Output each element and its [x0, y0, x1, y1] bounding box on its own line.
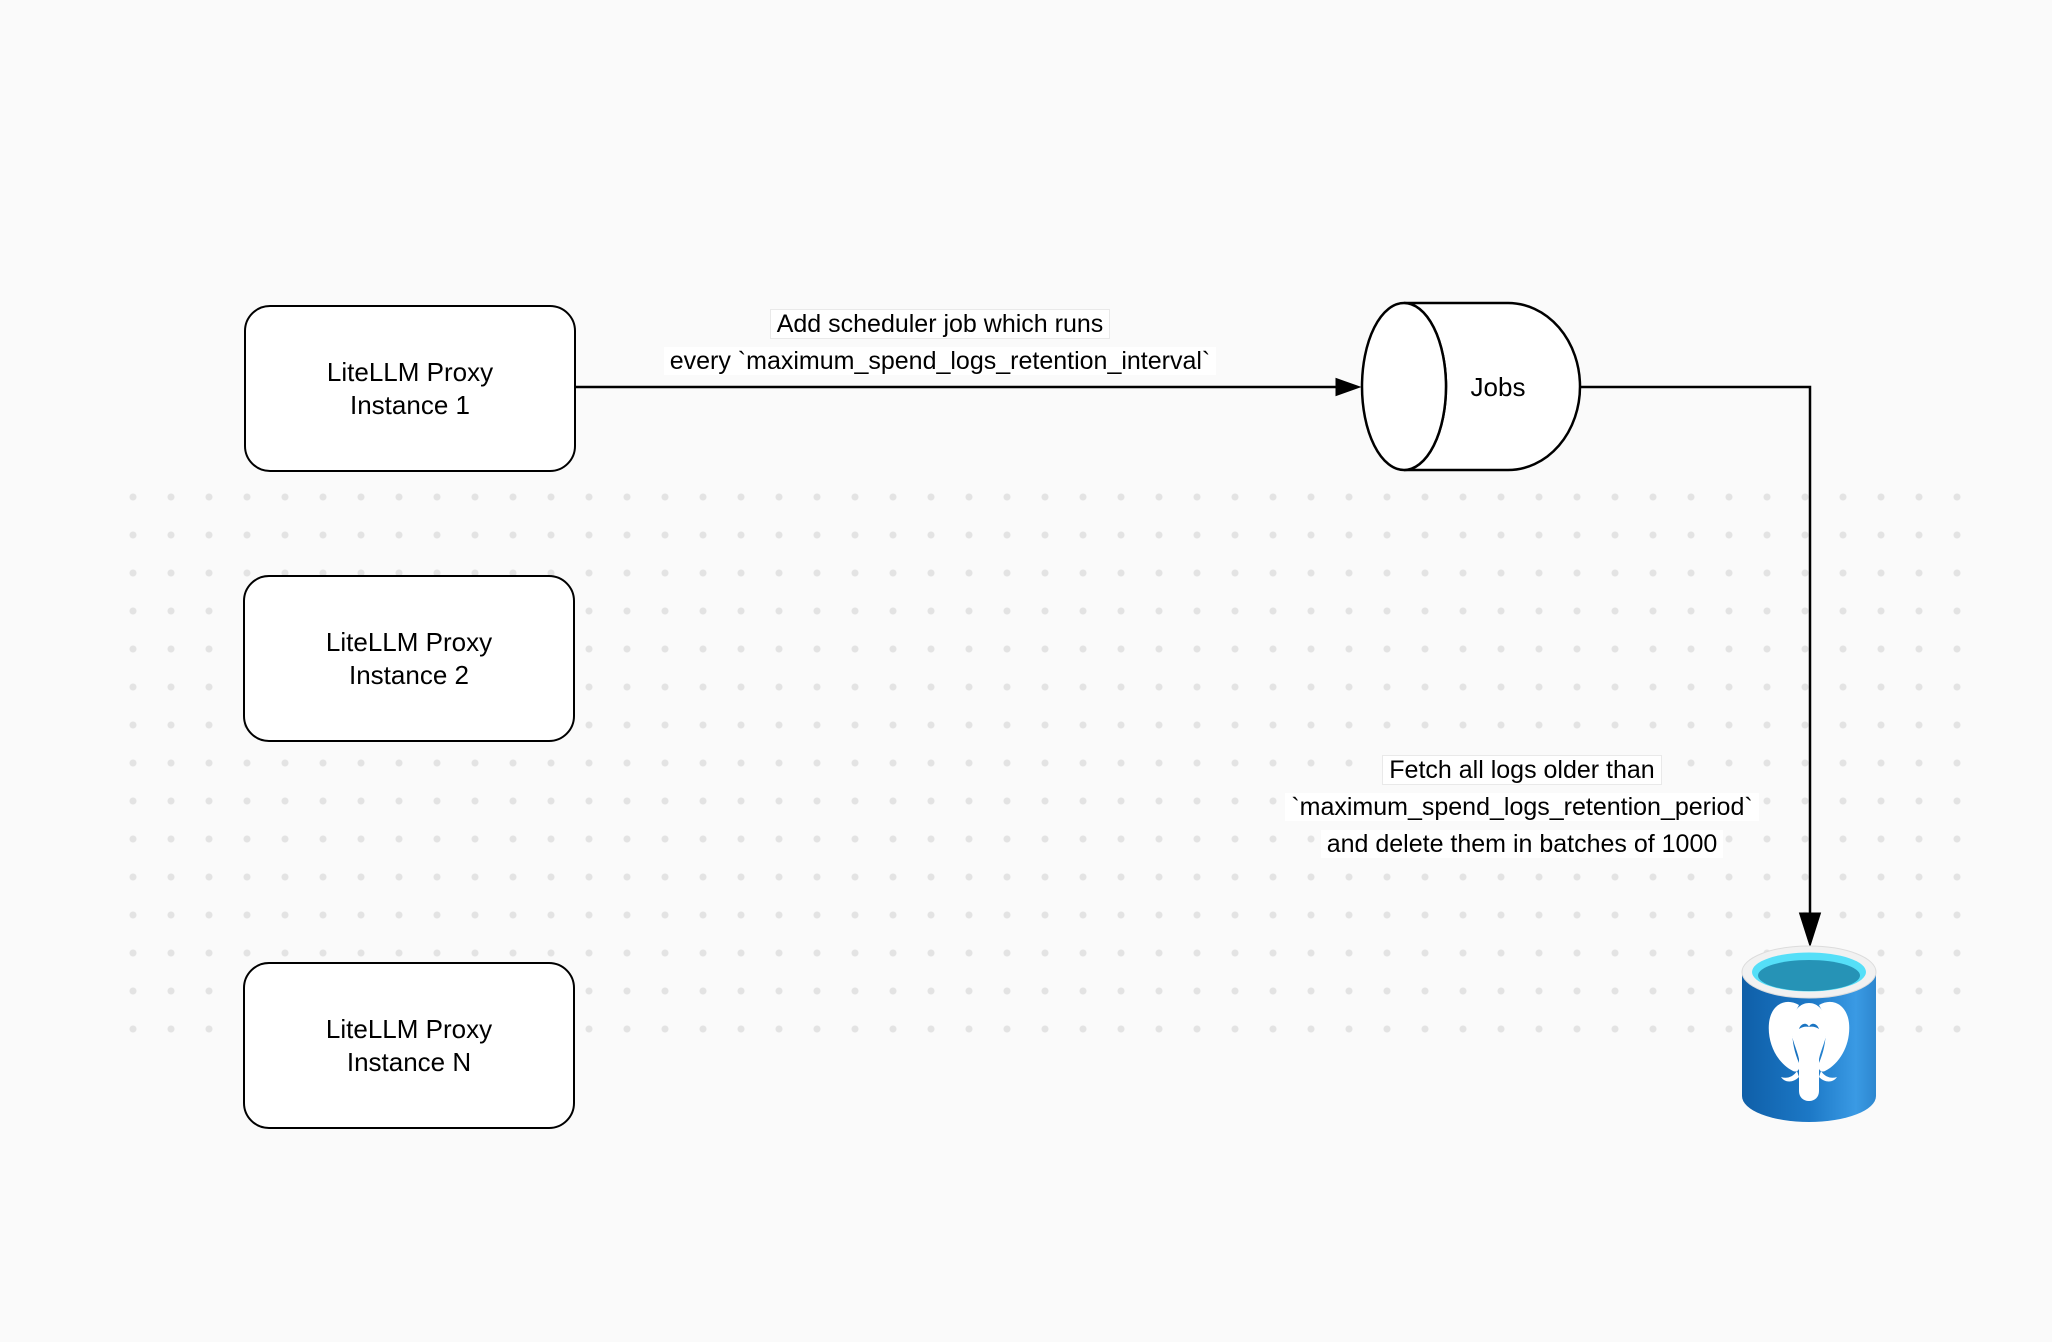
edge-label-line: and delete them in batches of 1000	[1320, 830, 1724, 858]
postgres-liquid	[1758, 960, 1860, 991]
node-label-line: LiteLLM Proxy	[325, 626, 493, 657]
jobs-node-label: Jobs	[1470, 372, 1526, 402]
edge-label-line: Fetch all logs older than	[1382, 755, 1662, 785]
node-litellm-proxy-instance-n: LiteLLM Proxy Instance N	[243, 962, 575, 1129]
node-label-line: Instance 2	[349, 659, 469, 690]
postgres-elephant-logo-icon	[1768, 1001, 1850, 1101]
node-label-line: LiteLLM Proxy	[326, 356, 494, 387]
node-label-line: Instance N	[346, 1046, 472, 1077]
edge-label-scheduler: Add scheduler job which runs every `maxi…	[610, 306, 1270, 380]
arrowhead-down-icon	[1798, 912, 1822, 948]
edge-label-fetch-delete: Fetch all logs older than `maximum_spend…	[1192, 752, 1852, 863]
node-label-line: LiteLLM Proxy	[325, 1013, 493, 1044]
node-label-line: Instance 1	[350, 389, 470, 420]
arrowhead-right-icon	[1335, 377, 1362, 397]
edge-scheduler-arrow	[572, 377, 1362, 397]
jobs-queue-cylinder-shape	[1360, 301, 1582, 472]
edge-label-line: Add scheduler job which runs	[769, 309, 1111, 339]
node-litellm-proxy-instance-1: LiteLLM Proxy Instance 1	[244, 305, 576, 472]
edge-fetch-delete-arrow	[1580, 385, 1822, 948]
edge-label-line: every `maximum_spend_logs_retention_inte…	[663, 347, 1217, 375]
edge-label-line: `maximum_spend_logs_retention_period`	[1285, 793, 1759, 821]
node-litellm-proxy-instance-2: LiteLLM Proxy Instance 2	[243, 575, 575, 742]
postgres-icon	[1741, 945, 1877, 1122]
dot-grid-background	[114, 478, 1976, 1048]
